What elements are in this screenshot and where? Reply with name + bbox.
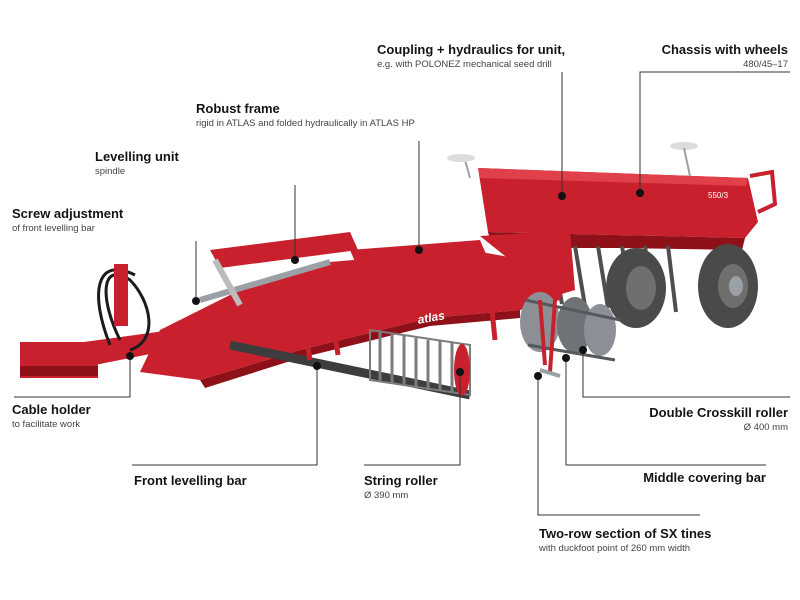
label-chassis-title: Chassis with wheels (661, 42, 788, 57)
crosskill-rollers (520, 292, 621, 362)
callout-dots (126, 189, 644, 380)
label-coupling: Coupling + hydraulics for unit, e.g. wit… (377, 42, 566, 71)
label-string-roller: String roller Ø 390 mm (364, 473, 438, 502)
dot-crosskill (579, 346, 587, 354)
label-crosskill: Double Crosskill roller Ø 400 mm (649, 405, 788, 434)
label-string-roller-sub: Ø 390 mm (364, 489, 409, 501)
label-screw: Screw adjustment of front levelling bar (12, 206, 124, 235)
leader-lines (14, 71, 790, 516)
leader-tines (537, 376, 700, 516)
label-chassis-sub: 480/45–17 (743, 58, 788, 70)
label-front-bar-title: Front levelling bar (134, 473, 247, 488)
label-cable: Cable holder to facilitate work (12, 402, 91, 431)
label-covering-bar-title: Middle covering bar (643, 470, 766, 485)
label-levelling-unit-sub: spindle (95, 165, 126, 177)
leader-front-bar (132, 366, 318, 466)
label-front-bar: Front levelling bar (134, 473, 247, 489)
label-chassis: Chassis with wheels 480/45–17 (661, 42, 788, 71)
leader-string (364, 372, 461, 466)
drill-badge: 550/3 (708, 191, 729, 200)
label-screw-title: Screw adjustment (12, 206, 124, 221)
label-coupling-title: Coupling + hydraulics for unit, (377, 42, 566, 57)
dot-frame (415, 246, 423, 254)
label-screw-sub: of front levelling bar (12, 222, 95, 234)
leader-covering (565, 358, 766, 466)
label-crosskill-sub: Ø 400 mm (743, 421, 788, 433)
leader-cable (14, 356, 131, 398)
label-tines-title: Two-row section of SX tines (539, 526, 712, 541)
dot-chassis (636, 189, 644, 197)
label-tines-sub: with duckfoot point of 260 mm width (539, 542, 691, 554)
dot-front-bar (313, 362, 321, 370)
dot-levelling (291, 256, 299, 264)
label-frame: Robust frame rigid in ATLAS and folded h… (196, 101, 415, 130)
label-levelling-unit-title: Levelling unit (95, 149, 179, 164)
dot-covering (562, 354, 570, 362)
label-covering-bar: Middle covering bar (643, 470, 766, 486)
leader-chassis (639, 71, 790, 192)
label-tines: Two-row section of SX tines with duckfoo… (539, 526, 712, 555)
dot-string (456, 368, 464, 376)
label-cable-title: Cable holder (12, 402, 91, 417)
label-cable-sub: to facilitate work (12, 418, 81, 430)
dot-cable (126, 352, 134, 360)
label-coupling-sub: e.g. with POLONEZ mechanical seed drill (377, 58, 552, 70)
brand-mark: atlas (416, 308, 446, 327)
dot-screw (192, 297, 200, 305)
label-levelling-unit: Levelling unit spindle (95, 149, 179, 178)
label-string-roller-title: String roller (364, 473, 438, 488)
machine-body: 550/3 (20, 142, 778, 400)
dot-coupling (558, 192, 566, 200)
leader-crosskill (582, 350, 790, 398)
label-crosskill-title: Double Crosskill roller (649, 405, 788, 420)
label-frame-sub: rigid in ATLAS and folded hydraulically … (196, 117, 415, 129)
label-frame-title: Robust frame (196, 101, 280, 116)
string-roller-shape (369, 328, 471, 397)
dot-tines (534, 372, 542, 380)
